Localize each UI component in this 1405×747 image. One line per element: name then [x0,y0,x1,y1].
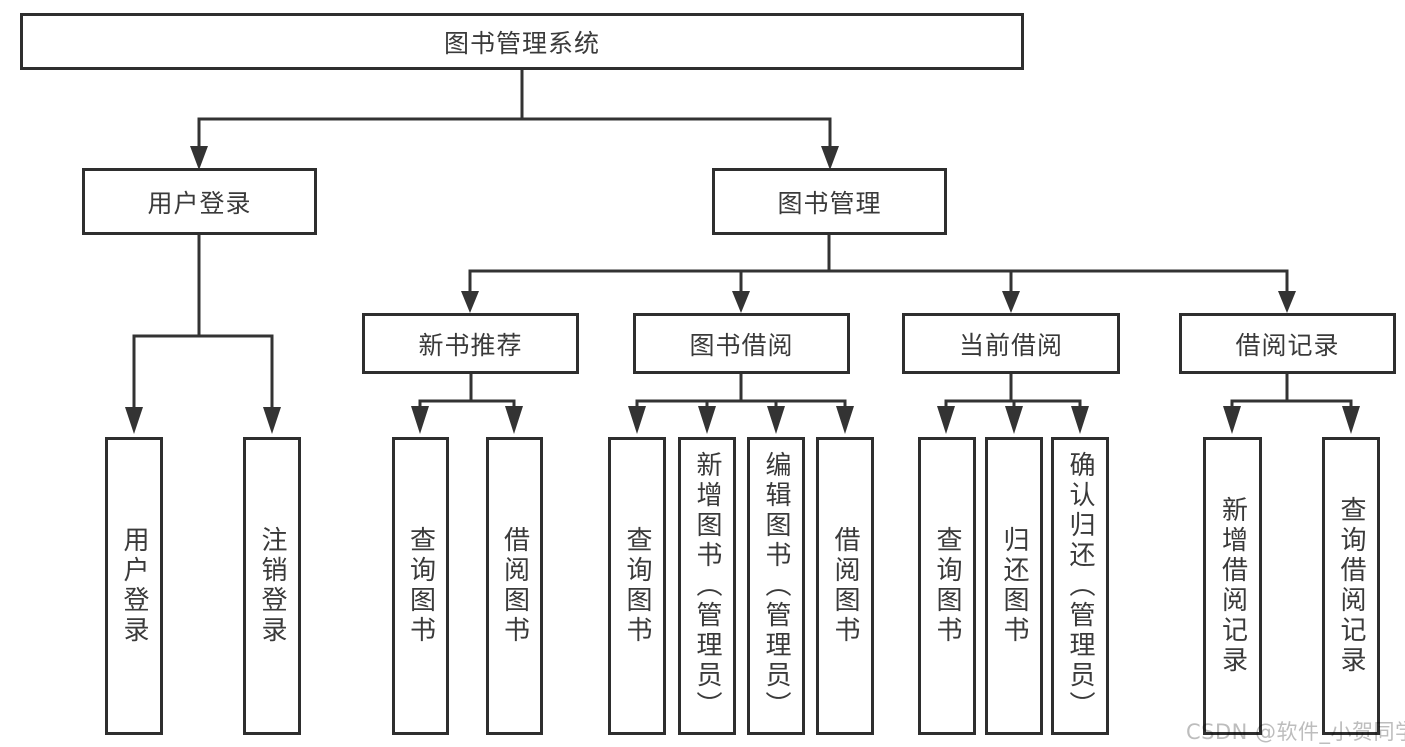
leaf-query-borrow-record-label: 查询借阅记录 [1336,496,1366,676]
node-new-book-recommend: 新书推荐 [362,313,579,374]
leaf-query-borrow-record: 查询借阅记录 [1322,437,1380,735]
leaf-return-book-label: 归还图书 [999,526,1029,646]
leaf-add-book-admin: 新增图书（管理员） [678,437,736,735]
node-new-book-recommend-label: 新书推荐 [418,330,523,360]
watermark: CSDN @软件_小贺同学 [1186,720,1405,744]
node-library-system-label: 图书管理系统 [443,28,600,58]
node-library-system: 图书管理系统 [20,13,1024,70]
leaf-query-books-current-label: 查询图书 [932,526,962,646]
node-borrowing-records-label: 借阅记录 [1235,330,1340,360]
node-book-management: 图书管理 [712,168,947,235]
leaf-add-borrow-record: 新增借阅记录 [1203,437,1262,735]
leaf-borrow-books-label: 借阅图书 [830,526,860,646]
leaf-confirm-return-admin: 确认归还（管理员） [1051,437,1109,735]
leaf-logout: 注销登录 [243,437,301,735]
leaf-query-books-current: 查询图书 [918,437,976,735]
leaf-confirm-return-admin-label: 确认归还（管理员） [1065,451,1095,721]
node-book-borrowing-label: 图书借阅 [689,330,794,360]
leaf-query-books-borrow-label: 查询图书 [622,526,652,646]
leaf-edit-book-admin: 编辑图书（管理员） [747,437,805,735]
node-book-borrowing: 图书借阅 [633,313,850,374]
leaf-user-login: 用户登录 [105,437,163,735]
tree-edges [132,69,1353,409]
leaf-borrow-books-recommend-label: 借阅图书 [499,526,530,646]
node-book-management-label: 图书管理 [777,188,882,218]
leaf-add-book-admin-label: 新增图书（管理员） [692,451,722,721]
leaf-user-login-label: 用户登录 [119,526,149,646]
leaf-borrow-books-recommend: 借阅图书 [486,437,543,735]
node-user-login: 用户登录 [82,168,317,235]
leaf-edit-book-admin-label: 编辑图书（管理员） [761,451,791,721]
leaf-query-books-recommend: 查询图书 [392,437,449,735]
leaf-borrow-books: 借阅图书 [816,437,874,735]
leaf-query-books-recommend-label: 查询图书 [405,526,436,646]
node-current-borrowing-label: 当前借阅 [958,330,1063,360]
leaf-add-borrow-record-label: 新增借阅记录 [1217,496,1248,676]
node-borrowing-records: 借阅记录 [1179,313,1396,374]
leaf-query-books-borrow: 查询图书 [608,437,666,735]
leaf-return-book: 归还图书 [985,437,1043,735]
node-current-borrowing: 当前借阅 [902,313,1120,374]
leaf-logout-label: 注销登录 [257,526,287,646]
node-user-login-label: 用户登录 [147,188,252,218]
